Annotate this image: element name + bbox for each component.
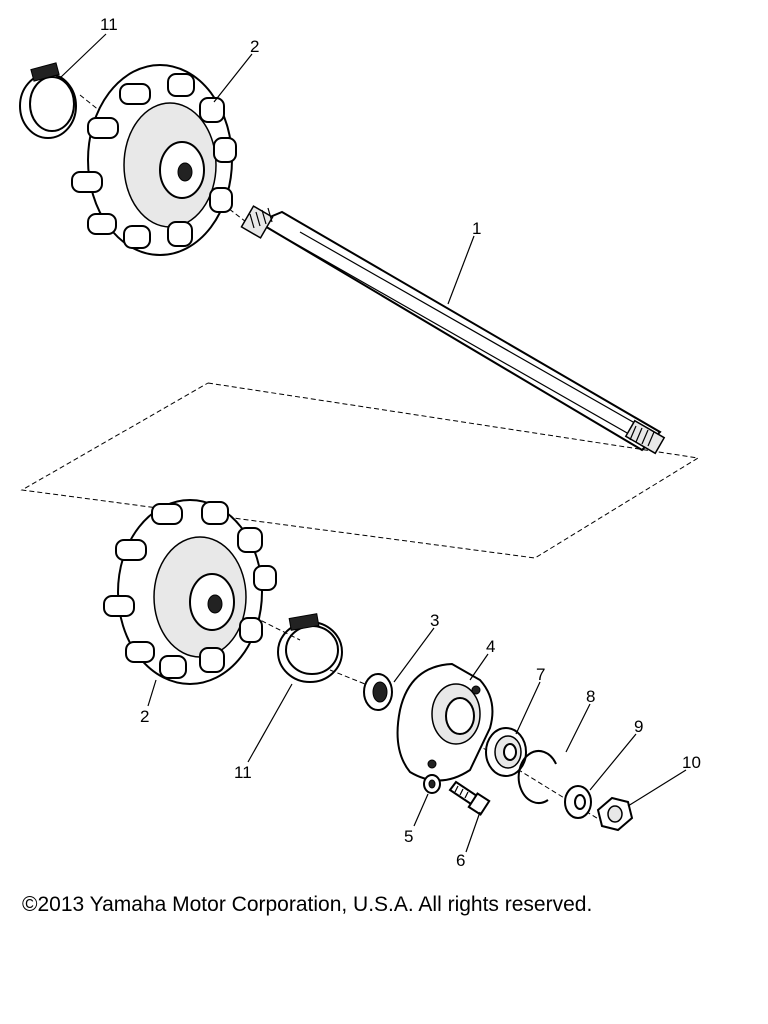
callout-3: 3 [430,611,439,630]
callout-2-upper: 2 [250,37,259,56]
sprocket-upper-part-2[interactable] [71,64,237,256]
callout-9: 9 [634,717,643,736]
callout-10: 10 [682,753,701,772]
clamp-upper-part-11[interactable] [19,62,77,139]
circlip-part-8[interactable] [517,750,557,804]
copyright-notice: ©2013 Yamaha Motor Corporation, U.S.A. A… [22,893,593,916]
callout-11-lower: 11 [234,763,252,782]
shaft-part-1[interactable] [240,205,666,455]
nut-part-10[interactable] [596,796,634,832]
callout-5: 5 [404,827,413,846]
callout-6: 6 [456,851,465,870]
callout-8: 8 [586,687,595,706]
sprocket-lower-part-2[interactable] [103,499,277,685]
callout-2-lower: 2 [140,707,149,726]
bearing-part-7[interactable] [485,727,527,777]
callout-1: 1 [472,219,481,238]
clamp-lower-part-11[interactable] [277,613,343,683]
exploded-parts-diagram: 11 2 1 3 4 7 8 9 10 2 11 5 6 [19,15,701,870]
leader-lines [59,33,687,853]
bearing-housing-part-4[interactable] [396,662,494,782]
callouts: 11 2 1 3 4 7 8 9 10 2 11 5 6 [100,15,701,870]
seal-part-3[interactable] [363,673,393,711]
callout-7: 7 [536,665,545,684]
callout-4: 4 [486,637,495,656]
washer-part-5[interactable] [423,774,441,794]
bolt-part-6[interactable] [448,780,491,816]
washer-part-9[interactable] [564,785,592,819]
callout-11-upper: 11 [100,15,118,34]
